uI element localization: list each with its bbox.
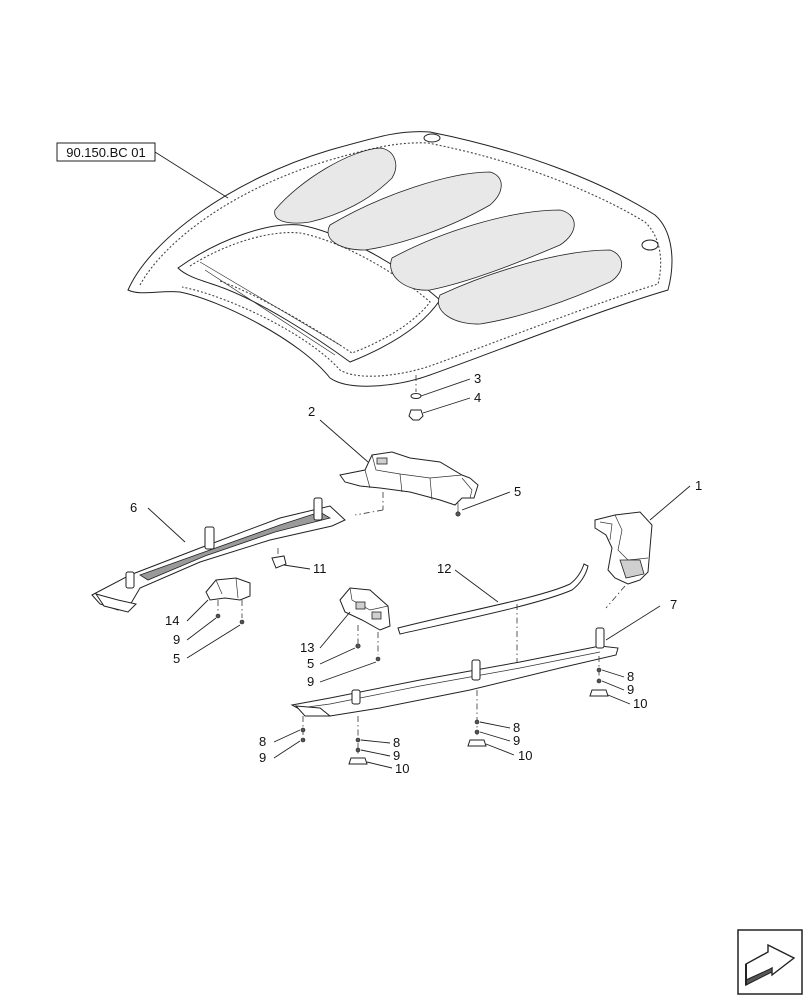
rail-6 bbox=[91, 497, 346, 613]
fastener-stack-far-left bbox=[300, 716, 306, 743]
callout-5-top[interactable]: 5 bbox=[514, 484, 521, 499]
callout-6[interactable]: 6 bbox=[130, 500, 137, 515]
bracket-14 bbox=[205, 577, 251, 601]
callout-2[interactable]: 2 bbox=[308, 404, 315, 419]
callout-8-mid[interactable]: 8 bbox=[513, 720, 520, 735]
bracket-2 bbox=[339, 451, 479, 506]
callout-labels: 1 2 3 4 5 5 5 6 7 8 8 8 8 9 9 9 9 9 9 10… bbox=[130, 371, 702, 776]
callout-12[interactable]: 12 bbox=[437, 561, 451, 576]
callout-10-right[interactable]: 10 bbox=[633, 696, 647, 711]
callout-8-left[interactable]: 8 bbox=[393, 735, 400, 750]
callout-10-left[interactable]: 10 bbox=[395, 761, 409, 776]
callout-5-mid[interactable]: 5 bbox=[307, 656, 314, 671]
callout-14[interactable]: 14 bbox=[165, 613, 179, 628]
callout-4[interactable]: 4 bbox=[474, 390, 481, 405]
fastener-stack-mid bbox=[467, 690, 487, 747]
callout-13[interactable]: 13 bbox=[300, 640, 314, 655]
callout-5-left[interactable]: 5 bbox=[173, 651, 180, 666]
callout-9-far-left[interactable]: 9 bbox=[259, 750, 266, 765]
callout-8-far-left[interactable]: 8 bbox=[259, 734, 266, 749]
fastener-stack-right bbox=[589, 656, 609, 697]
reference-label[interactable]: 90.150.BC 01 bbox=[66, 145, 146, 160]
reference-callout[interactable]: 90.150.BC 01 bbox=[56, 142, 229, 199]
callout-9-mid-rail[interactable]: 9 bbox=[513, 733, 520, 748]
callout-8-right[interactable]: 8 bbox=[627, 669, 634, 684]
rail-7 bbox=[290, 627, 619, 717]
callout-1[interactable]: 1 bbox=[695, 478, 702, 493]
callout-9-mid[interactable]: 9 bbox=[307, 674, 314, 689]
next-page-arrow-icon[interactable] bbox=[737, 929, 803, 995]
callout-11[interactable]: 11 bbox=[313, 561, 327, 576]
clip-11 bbox=[271, 555, 287, 569]
callout-7[interactable]: 7 bbox=[670, 597, 677, 612]
bracket-13 bbox=[339, 587, 391, 631]
callout-10-mid[interactable]: 10 bbox=[518, 748, 532, 763]
callout-9-left[interactable]: 9 bbox=[173, 632, 180, 647]
cab-roof-panel bbox=[127, 131, 673, 387]
callout-3[interactable]: 3 bbox=[474, 371, 481, 386]
callout-9-left-rail[interactable]: 9 bbox=[393, 748, 400, 763]
fastener-stack-left bbox=[348, 716, 368, 765]
strip-12 bbox=[397, 563, 589, 635]
nut-4 bbox=[408, 409, 424, 421]
bracket-1 bbox=[594, 511, 653, 585]
callout-9-right[interactable]: 9 bbox=[627, 682, 634, 697]
screw-5-top bbox=[455, 503, 461, 517]
